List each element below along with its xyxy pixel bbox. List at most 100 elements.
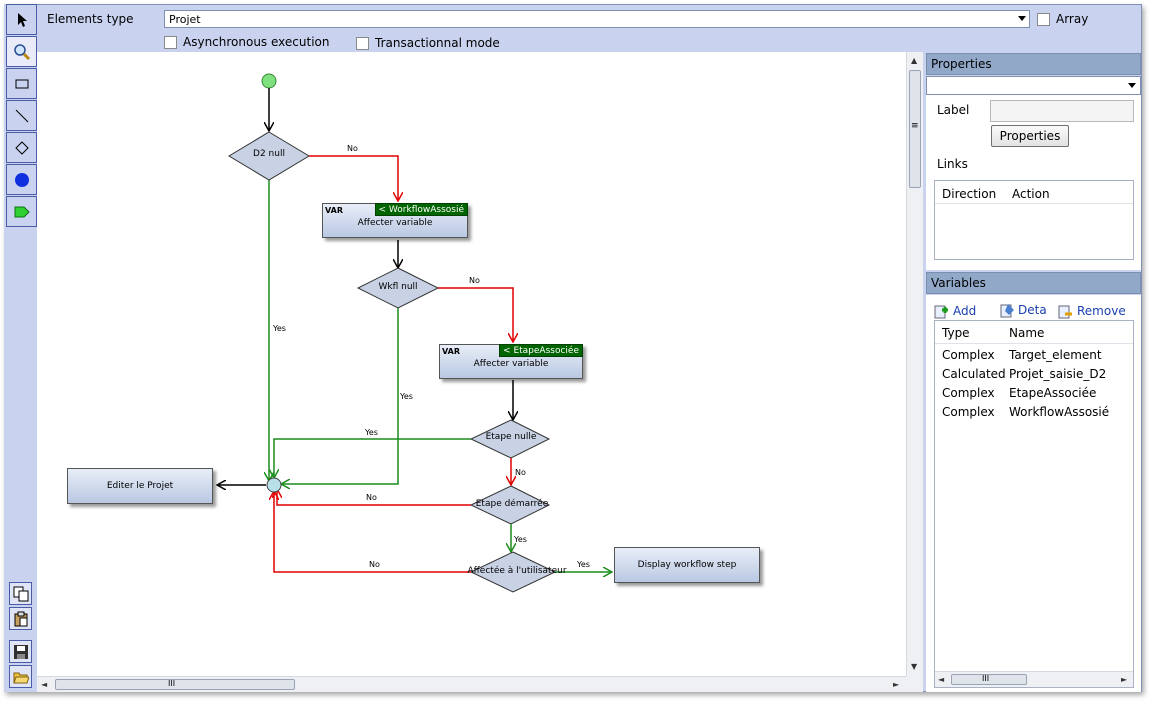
edge-d2-no <box>309 155 398 200</box>
affecter-variable-label: Affecter variable <box>473 358 549 369</box>
edge-label-yes: Yes <box>400 392 413 401</box>
wkfl-null-label: Wkfl null <box>378 282 418 292</box>
scroll-corner <box>906 676 923 692</box>
copy-icon <box>13 586 28 601</box>
variables-table[interactable]: Type Name Complex Target_element Calcula… <box>934 320 1134 688</box>
chevron-down-icon <box>1018 16 1026 21</box>
hscroll-grip: III <box>168 679 176 688</box>
rectangle-tool[interactable] <box>6 68 37 99</box>
links-table[interactable]: Direction Action <box>934 180 1134 260</box>
scroll-down-icon[interactable]: ▼ <box>911 662 918 671</box>
async-checkbox[interactable] <box>164 36 177 49</box>
variable-name[interactable]: Projet_saisie_D2 <box>1009 367 1107 381</box>
transactional-label: Transactionnal mode <box>375 36 500 50</box>
editer-projet-label: Editer le Projet <box>106 481 174 491</box>
open-button[interactable] <box>9 665 32 688</box>
properties-header: Properties <box>926 53 1141 75</box>
elements-type-value: Projet <box>169 13 201 26</box>
canvas-vertical-scrollbar[interactable]: ▲ ≡ ▼ <box>906 52 923 676</box>
async-label: Asynchronous execution <box>183 35 330 49</box>
canvas-vscroll-thumb[interactable]: ≡ <box>909 70 921 188</box>
copy-button[interactable] <box>9 582 32 605</box>
scroll-left-icon[interactable]: ◄ <box>938 675 945 684</box>
line-icon <box>15 109 28 122</box>
editer-projet-node[interactable]: Editer le Projet <box>67 468 213 504</box>
tag-icon <box>14 206 30 217</box>
edge-label-yes: Yes <box>365 428 378 437</box>
edge-label-no: No <box>347 144 358 153</box>
var-badge: VAR <box>442 347 460 356</box>
variable-type[interactable]: Complex <box>942 348 995 362</box>
etape-associee-tag: < EtapeAssociée <box>499 344 583 357</box>
workflow-assosie-tag: < WorkflowAssosié <box>374 203 468 216</box>
variable-type[interactable]: Complex <box>942 405 995 419</box>
display-workflow-step-label: Display workflow step <box>637 560 737 570</box>
etape-demarree-label: Etape démarrée <box>475 499 549 509</box>
canvas-horizontal-scrollbar[interactable]: ◄ III ► <box>37 676 906 692</box>
edge-label-no: No <box>469 276 480 285</box>
edge-affectee-no <box>274 492 471 573</box>
array-label: Array <box>1056 12 1089 26</box>
diamond-tool[interactable] <box>6 132 37 163</box>
affecter-variable-node[interactable]: VAR < EtapeAssociée Affecter variable <box>439 344 583 379</box>
transactional-checkbox[interactable] <box>356 37 369 50</box>
canvas-hscroll-thumb[interactable]: III <box>55 679 295 690</box>
zoom-icon <box>13 43 30 60</box>
variable-type[interactable]: Calculated <box>942 367 1006 381</box>
edge-label-no: No <box>369 560 380 569</box>
variable-name[interactable]: WorkflowAssosié <box>1009 405 1110 419</box>
pointer-tool[interactable] <box>6 4 37 35</box>
affecter-variable-node[interactable]: VAR < WorkflowAssosié Affecter variable <box>322 203 468 238</box>
edge-etape-nulle-yes <box>274 438 471 477</box>
edge-label-no: No <box>366 493 377 502</box>
label-input[interactable] <box>990 100 1134 122</box>
add-variable-button[interactable]: Add <box>933 303 976 319</box>
edge-wkfl-yes <box>282 308 399 484</box>
edge-label-no: No <box>515 468 526 477</box>
elements-type-select[interactable]: Projet <box>164 10 1030 28</box>
detail-variable-button[interactable]: Deta <box>999 302 1047 318</box>
scroll-up-icon[interactable]: ▲ <box>911 56 918 65</box>
links-header-divider <box>935 203 1133 204</box>
properties-title: Properties <box>931 57 992 71</box>
detail-icon <box>1000 304 1014 318</box>
paste-icon <box>14 611 27 626</box>
zoom-tool[interactable] <box>6 36 37 67</box>
variable-name[interactable]: Target_element <box>1009 348 1102 362</box>
scroll-right-icon[interactable]: ► <box>893 680 900 689</box>
join-node[interactable] <box>266 477 282 493</box>
variables-title: Variables <box>931 276 986 290</box>
line-tool[interactable] <box>6 100 37 131</box>
circle-tool[interactable] <box>6 164 37 195</box>
variables-col-name: Name <box>1009 326 1045 340</box>
links-caption: Links <box>937 157 968 171</box>
array-checkbox[interactable] <box>1037 13 1050 26</box>
scroll-left-icon[interactable]: ◄ <box>41 680 48 689</box>
tools-toolbar <box>4 4 37 692</box>
paste-button[interactable] <box>9 607 32 630</box>
edge-label-yes: Yes <box>514 535 527 544</box>
diamond-icon <box>14 140 29 155</box>
links-col-action: Action <box>1012 187 1050 201</box>
chevron-down-icon <box>1128 83 1136 88</box>
variable-type[interactable]: Complex <box>942 386 995 400</box>
display-workflow-step-node[interactable]: Display workflow step <box>614 547 760 583</box>
decision-affectee[interactable] <box>469 551 557 593</box>
start-node[interactable] <box>261 73 277 89</box>
tag-tool[interactable] <box>6 196 37 227</box>
diagram-canvas[interactable]: D2 null Wkfl null Etape nulle Etape déma… <box>37 52 923 692</box>
variables-hscrollbar[interactable]: ◄ III ► <box>935 671 1133 687</box>
properties-button[interactable]: Properties <box>991 125 1069 147</box>
properties-select[interactable] <box>926 76 1141 95</box>
hscroll-grip: III <box>982 674 990 683</box>
remove-icon <box>1058 305 1072 319</box>
pointer-icon <box>17 12 27 27</box>
label-caption: Label <box>937 103 970 117</box>
save-button[interactable] <box>9 640 32 663</box>
variable-name[interactable]: EtapeAssociée <box>1009 386 1097 400</box>
scroll-right-icon[interactable]: ► <box>1121 675 1128 684</box>
variables-col-type: Type <box>942 326 970 340</box>
edge-label-yes: Yes <box>273 324 286 333</box>
remove-variable-button[interactable]: Remove <box>1057 303 1126 319</box>
variables-hscroll-thumb[interactable]: III <box>951 674 1027 685</box>
